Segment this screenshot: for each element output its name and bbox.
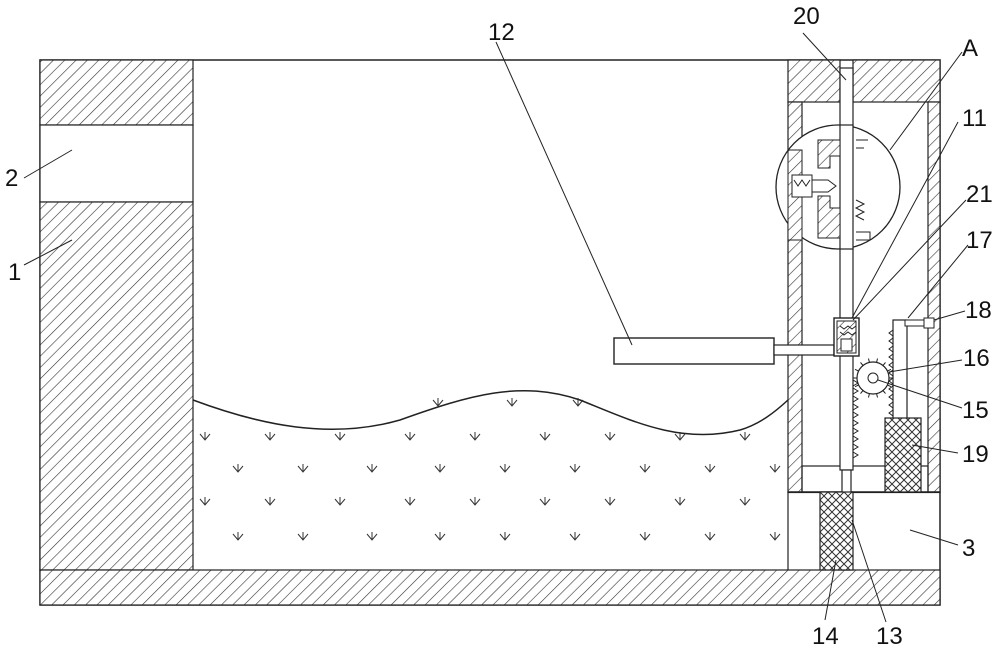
label-19: 19 (962, 441, 989, 468)
tank-housing (39, 59, 941, 606)
left-wall (39, 59, 194, 126)
label-15: 15 (962, 397, 989, 424)
chamber-right-wall (927, 101, 941, 493)
block-19 (884, 417, 922, 493)
block-14 (819, 491, 854, 571)
liquid-body (192, 390, 789, 541)
label-16: 16 (963, 345, 990, 372)
bottom-wall (39, 569, 941, 606)
label-13: 13 (876, 623, 903, 650)
label-2: 2 (5, 165, 18, 192)
inlet-opening (39, 124, 194, 203)
label-17: 17 (966, 227, 993, 254)
label-12: 12 (488, 19, 515, 46)
part-labels: 2 1 12 20 A 11 21 17 18 16 15 19 3 14 13 (5, 3, 993, 650)
label-a: A (962, 35, 978, 62)
liquid-arrows (199, 398, 781, 541)
detail-circle-a (775, 124, 901, 250)
left-wall-lower (39, 201, 194, 571)
label-21: 21 (966, 181, 993, 208)
chamber-base (801, 465, 929, 493)
leader-lines (23, 32, 969, 623)
label-14: 14 (812, 623, 839, 650)
label-3: 3 (962, 535, 975, 562)
spring-box (833, 317, 860, 357)
float-arm (613, 337, 835, 365)
label-18: 18 (965, 297, 992, 324)
label-20: 20 (793, 3, 820, 30)
label-1: 1 (8, 259, 21, 286)
right-top-block-right (852, 59, 941, 103)
label-11: 11 (962, 105, 987, 132)
right-top-block-left (787, 59, 841, 103)
